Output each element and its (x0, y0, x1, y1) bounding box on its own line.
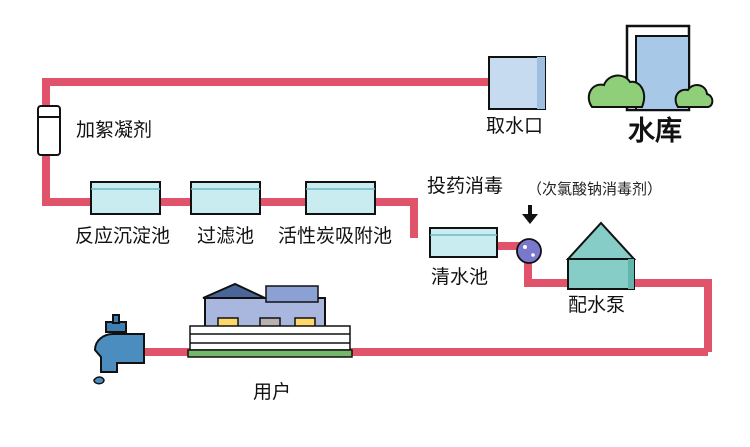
sedimentation-tank (90, 181, 161, 215)
reservoir-bush-left (587, 74, 646, 108)
label-disinfection: 投药消毒 (427, 175, 504, 197)
label-filter: 过滤池 (197, 225, 255, 247)
label-carbon: 活性炭吸附池 (278, 225, 393, 247)
reservoir (587, 24, 714, 112)
label-user: 用户 (253, 381, 292, 403)
label-sedimentation: 反应沉淀池 (75, 225, 171, 247)
label-pump: 配水泵 (568, 294, 626, 316)
label-reservoir: 水库 (628, 116, 682, 147)
pipe-intake-to-coagulant (42, 78, 489, 105)
water-tap-icon (93, 314, 145, 385)
label-intake: 取水口 (486, 115, 544, 137)
pump-house (565, 221, 637, 290)
label-clear-water: 清水池 (431, 266, 489, 288)
intake-box (488, 56, 546, 110)
fence (187, 325, 353, 358)
carbon-tank (305, 181, 376, 215)
chemical-dose-icon (516, 238, 542, 264)
coagulant-tank (37, 105, 61, 156)
filter-tank (190, 181, 261, 215)
down-arrow-icon (522, 205, 538, 224)
reservoir-bush-right (674, 84, 714, 108)
clear-water-tank (429, 227, 498, 258)
label-disinfectant-note: （次氯酸钠消毒剂） (527, 180, 663, 198)
label-coagulant: 加絮凝剂 (76, 119, 153, 141)
